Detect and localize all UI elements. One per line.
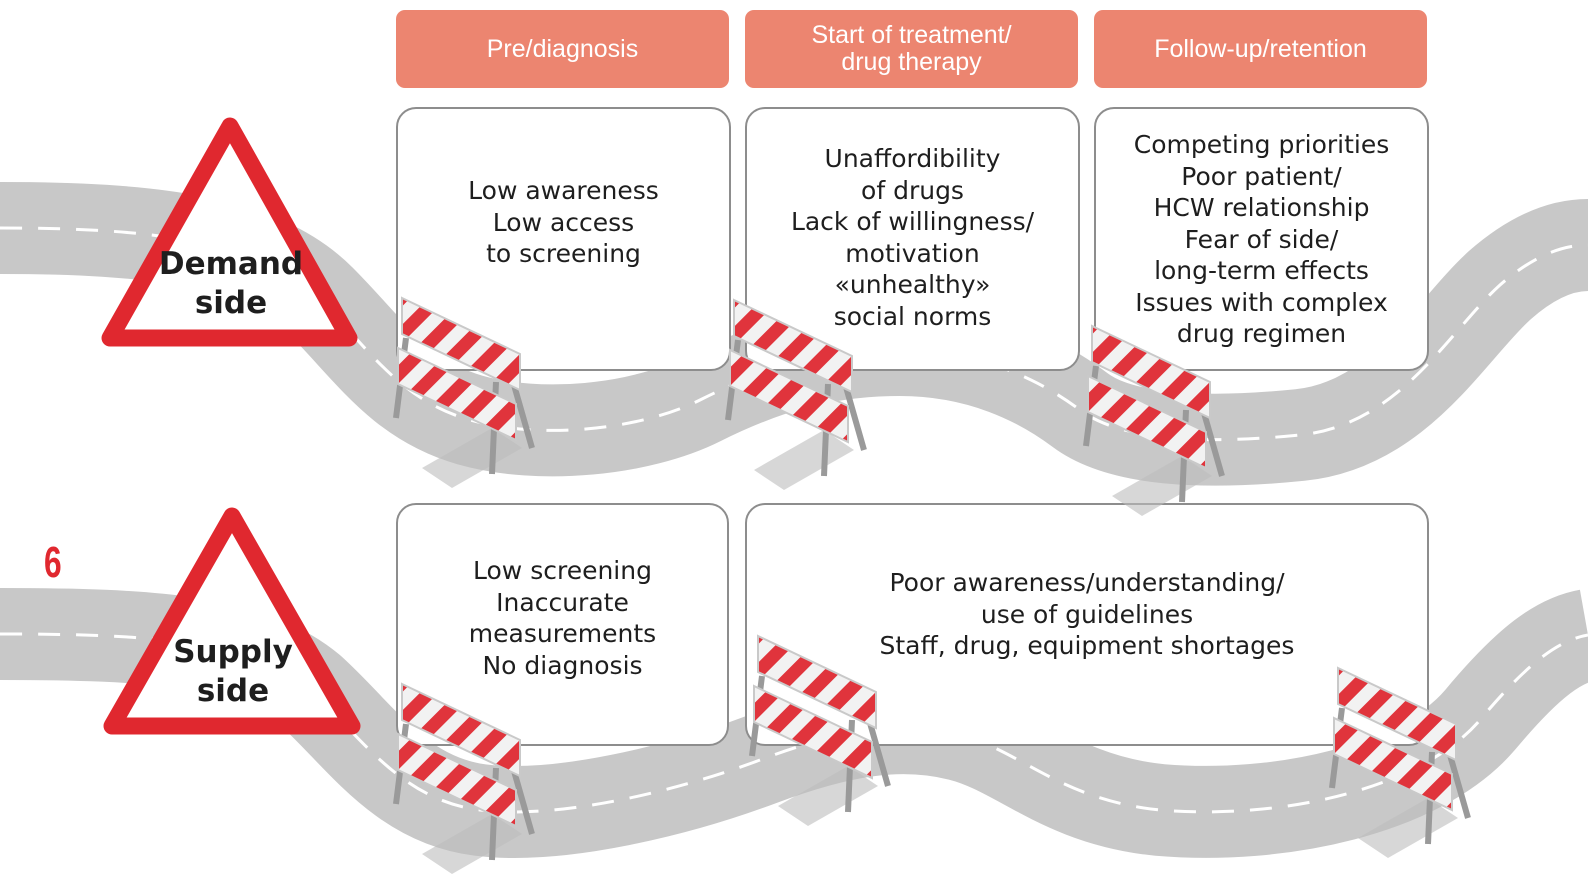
demand-box-pre-diagnosis: Low awareness Low access to screening (396, 107, 731, 371)
page-number: 6 (44, 538, 62, 587)
supply-label-line-2: side (196, 673, 270, 709)
header-line: Start of treatment/ (811, 21, 1012, 49)
box-line: Staff, drug, equipment shortages (879, 631, 1295, 660)
header-start-of-treatment: Start of treatment/ drug therapy (745, 10, 1078, 88)
box-line: Fear of side/ (1184, 224, 1339, 254)
header-line: Pre/diagnosis (486, 34, 639, 63)
box-line: social norms (833, 301, 992, 331)
box-line: Poor patient/ (1181, 161, 1342, 191)
box-line: «unhealthy» (834, 270, 991, 299)
box-line: measurements (468, 619, 657, 648)
supply-side-label: Supply side (152, 633, 314, 711)
box-line: Low screening (473, 556, 652, 585)
box-line: Issues with complex (1135, 287, 1388, 317)
box-line: drug regimen (1176, 319, 1347, 348)
box-line: long-term effects (1154, 256, 1369, 285)
header-line: drug therapy (841, 48, 982, 76)
supply-box-pre-diagnosis: Low screening Inaccurate measurements No… (396, 503, 729, 746)
supply-box-treatment-and-follow-up: Poor awareness/understanding/ use of gui… (745, 503, 1429, 746)
supply-label-line-1: Supply (173, 634, 293, 670)
box-line: Poor awareness/understanding/ (889, 568, 1285, 597)
header-pre-diagnosis: Pre/diagnosis (396, 10, 729, 88)
box-line: Low access (492, 207, 635, 237)
box-line: Low awareness (468, 176, 659, 205)
demand-warning-sign-icon (101, 117, 358, 347)
box-line: Unaffordibility (824, 144, 1001, 173)
box-line: use of guidelines (980, 599, 1194, 629)
box-line: motivation (845, 238, 980, 268)
demand-box-start-of-treatment: Unaffordibility of drugs Lack of willing… (745, 107, 1080, 371)
box-line: of drugs (861, 175, 964, 205)
box-line: Lack of willingness/ (790, 207, 1035, 236)
header-pre-diagnosis-lines: Pre/diagnosis (486, 34, 639, 63)
header-follow-up: Follow-up/retention (1094, 10, 1427, 88)
header-follow-up-lines: Follow-up/retention (1154, 34, 1367, 63)
demand-side-label: Demand side (150, 245, 312, 323)
header-start-of-treatment-lines: Start of treatment/ drug therapy (811, 22, 1011, 76)
supply-warning-sign-icon (103, 507, 361, 735)
box-line: No diagnosis (482, 650, 643, 680)
demand-box-follow-up: Competing priorities Poor patient/ HCW r… (1094, 107, 1429, 371)
demand-label-line-1: Demand (158, 246, 304, 282)
demand-label-line-2: side (194, 285, 268, 321)
box-line: Competing priorities (1133, 130, 1390, 159)
box-line: Inaccurate (496, 587, 629, 617)
box-line: HCW relationship (1153, 193, 1370, 222)
box-line: to screening (486, 239, 641, 268)
header-line: Follow-up/retention (1154, 34, 1367, 63)
